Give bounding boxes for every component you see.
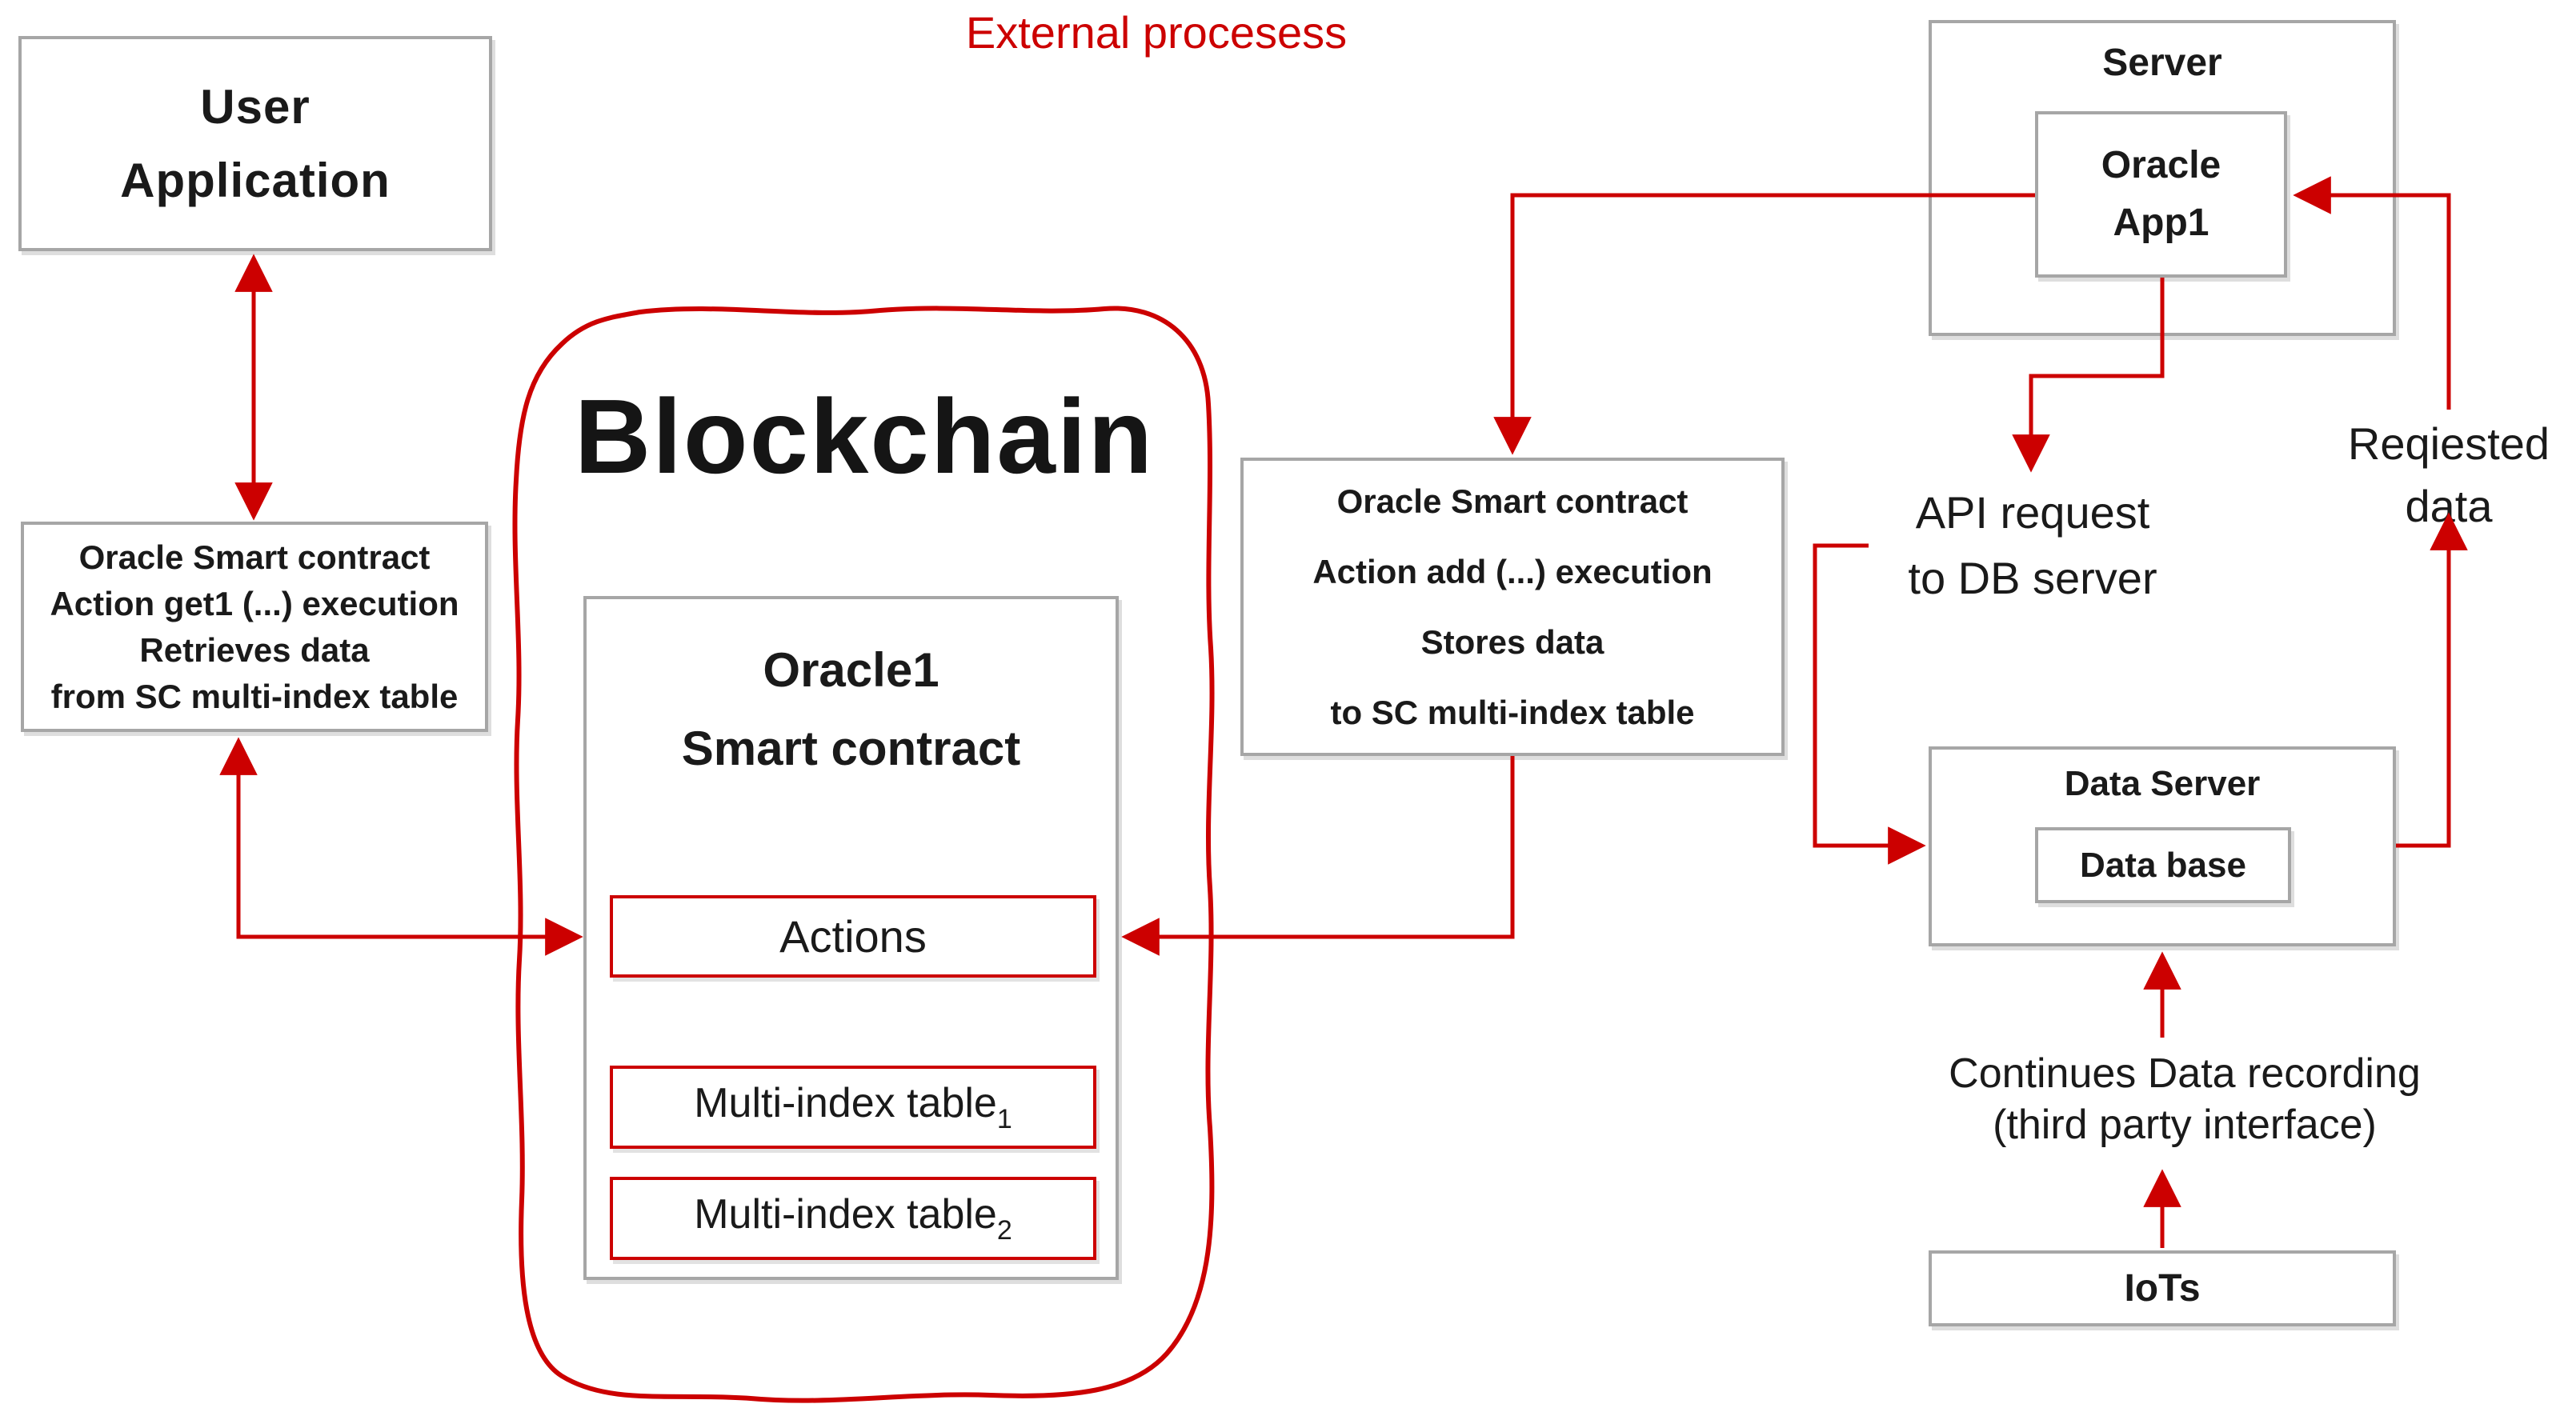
oracle-sc-get-line1: Oracle Smart contract	[78, 538, 431, 576]
actions-box: Actions	[610, 895, 1096, 978]
oracle-app1-line1: Oracle	[2101, 144, 2221, 186]
oracle-sc-get-box: Oracle Smart contract Action get1 (...) …	[21, 522, 488, 732]
oracle-sc-get-line4: from SC multi-index table	[50, 677, 459, 715]
multi-index-table-2-subscript: 2	[996, 1215, 1012, 1246]
oracle-sc-add-line3: Stores data	[1420, 622, 1604, 661]
oracle-sc-get-line2: Action get1 (...) execution	[50, 584, 459, 622]
external-processes-text: External procesess	[965, 7, 1348, 58]
requested-data-line2: data	[2405, 481, 2493, 531]
continues-recording-line2: (third party interface)	[1993, 1102, 2377, 1148]
database-label: Data base	[2080, 845, 2246, 885]
data-server-label: Data Server	[2064, 764, 2261, 803]
data-server-box: Data Server	[1929, 746, 2396, 946]
continues-recording-line1: Continues Data recording	[1949, 1050, 2421, 1097]
oracle-sc-get-line3: Retrieves data	[139, 630, 370, 669]
requested-data-line1: Reqiested	[2347, 418, 2550, 469]
multi-index-table-2-label: Multi-index table2	[694, 1191, 1012, 1246]
api-request-line1: API request	[1915, 487, 2150, 538]
oracle-app1-line2: App1	[2113, 202, 2209, 244]
user-application-line1: User	[200, 79, 310, 134]
arrow-scadd-actions	[1121, 756, 1515, 956]
oracle-sc-add-line2: Action add (...) execution	[1312, 552, 1713, 590]
iots-box: IoTs	[1929, 1250, 2396, 1326]
oracle-sc-add-box: Oracle Smart contract Action add (...) e…	[1240, 458, 1785, 756]
multi-index-table-1-label: Multi-index table1	[694, 1080, 1012, 1134]
oracle-app1-box: Oracle App1	[2035, 111, 2287, 278]
continues-recording-label: Continues Data recording (third party in…	[1857, 1048, 2513, 1150]
external-processes-label: External procesess	[900, 6, 1412, 58]
oracle-sc-add-line4: to SC multi-index table	[1330, 693, 1695, 731]
iots-label: IoTs	[2124, 1267, 2201, 1310]
oracle1-line2: Smart contract	[681, 722, 1021, 775]
oracle-sc-add-line1: Oracle Smart contract	[1336, 482, 1689, 520]
api-request-line2: to DB server	[1908, 553, 2157, 603]
multi-index-table-1-subscript: 1	[996, 1104, 1012, 1134]
arrow-dataserver-requesteddata	[2396, 512, 2468, 848]
requested-data-label: Reqiested data	[2305, 413, 2576, 538]
blockchain-title: Blockchain	[560, 376, 1168, 497]
multi-index-table-1-box: Multi-index table1	[610, 1066, 1096, 1149]
actions-label: Actions	[779, 911, 927, 962]
user-application-line2: Application	[120, 153, 391, 207]
blockchain-title-text: Blockchain	[574, 378, 1155, 495]
server-label: Server	[2102, 42, 2222, 84]
arrow-actions-scget	[219, 737, 583, 956]
user-application-box: User Application	[18, 36, 492, 251]
database-box: Data base	[2035, 827, 2291, 903]
oracle1-line1: Oracle1	[763, 643, 939, 697]
api-request-label: API request to DB server	[1825, 480, 2241, 611]
multi-index-table-2-box: Multi-index table2	[610, 1177, 1096, 1260]
